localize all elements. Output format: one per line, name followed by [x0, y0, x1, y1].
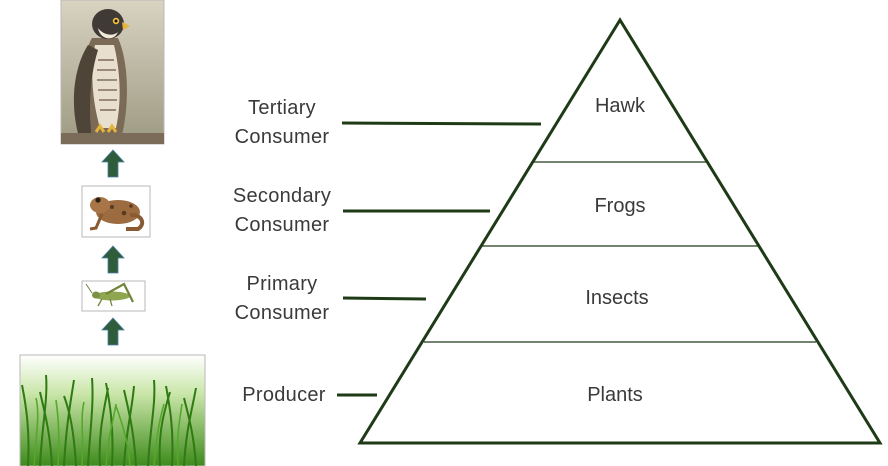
label-tertiary-consumer: Tertiary Consumer [222, 94, 342, 152]
up-arrow-icon [101, 317, 125, 346]
level-hawk: Hawk [595, 95, 646, 117]
label-tertiary-line2: Consumer [234, 126, 330, 148]
label-primary-line1: Primary [246, 273, 318, 295]
level-frogs: Frogs [594, 195, 645, 217]
label-tertiary-line1: Tertiary [248, 97, 316, 119]
grasshopper-photo [81, 280, 146, 312]
connector-primary [342, 296, 427, 301]
label-producer: Producer [226, 381, 342, 410]
label-producer-line1: Producer [242, 384, 326, 406]
connector-tertiary [341, 121, 542, 126]
frog-photo [81, 185, 151, 238]
label-secondary-line2: Consumer [234, 214, 330, 236]
label-secondary-consumer: Secondary Consumer [222, 182, 342, 240]
level-insects: Insects [585, 287, 648, 309]
up-arrow-icon [101, 149, 125, 178]
label-primary-line2: Consumer [234, 302, 330, 324]
label-primary-consumer: Primary Consumer [222, 270, 342, 328]
level-plants: Plants [587, 384, 643, 406]
up-arrow-icon [101, 245, 125, 274]
pyramid-outline [357, 17, 883, 445]
grass-photo [19, 354, 206, 466]
hawk-photo [60, 0, 165, 145]
label-secondary-line1: Secondary [232, 185, 332, 207]
